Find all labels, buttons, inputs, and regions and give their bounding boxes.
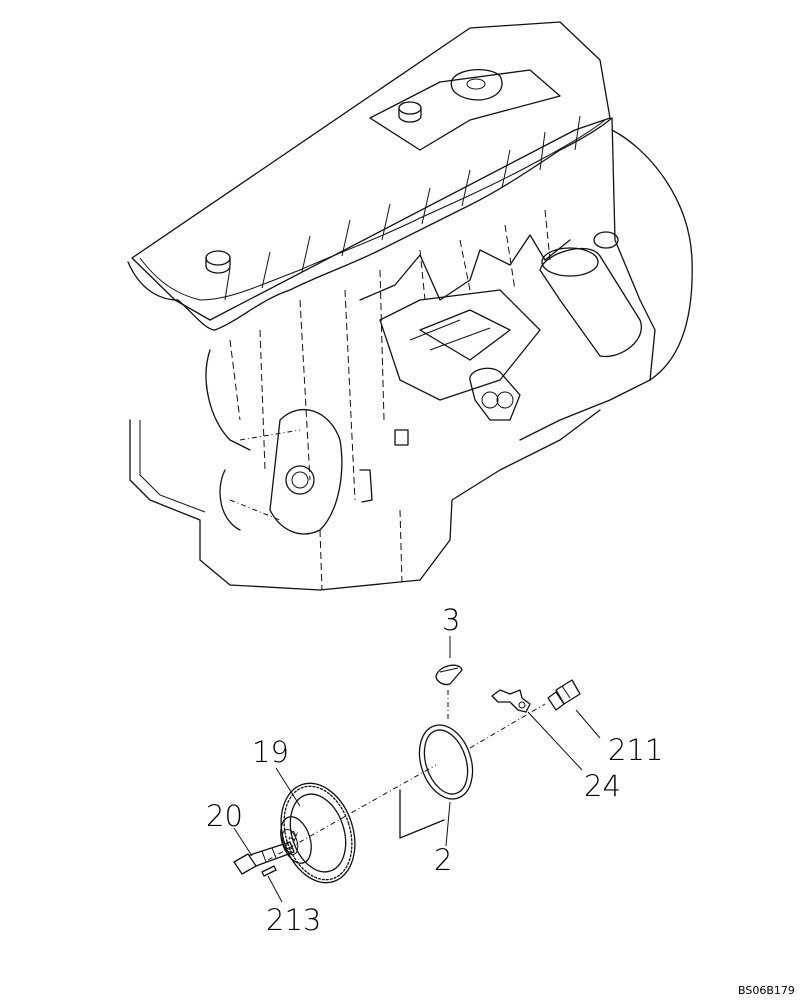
callout-3: 3: [442, 603, 460, 637]
axis-line-plate: [469, 703, 546, 749]
engine-block-outline: [127, 21, 693, 591]
woodruff-key-part: [435, 664, 463, 686]
callout-20: 20: [206, 799, 243, 833]
lock-plate-part: [491, 689, 531, 713]
leader-lines: [233, 636, 601, 903]
ring-gasket-part: [418, 724, 474, 800]
shaft-bolt-20-part: [233, 841, 295, 875]
bolt-211-part: [547, 679, 581, 711]
callout-24: 24: [584, 769, 621, 803]
pin-213-part: [261, 865, 277, 877]
svg-text:IC 12: IC 12: [284, 829, 301, 854]
callout-213: 213: [266, 903, 321, 937]
callout-2: 2: [434, 843, 452, 877]
axis-line-gear: [267, 764, 437, 861]
drawing-reference-code: BS06B179: [738, 984, 795, 997]
leader-bracket-2: [399, 789, 445, 839]
callout-19: 19: [252, 735, 289, 769]
callout-211: 211: [608, 733, 663, 767]
idler-gear-part: IC 12: [280, 782, 356, 884]
